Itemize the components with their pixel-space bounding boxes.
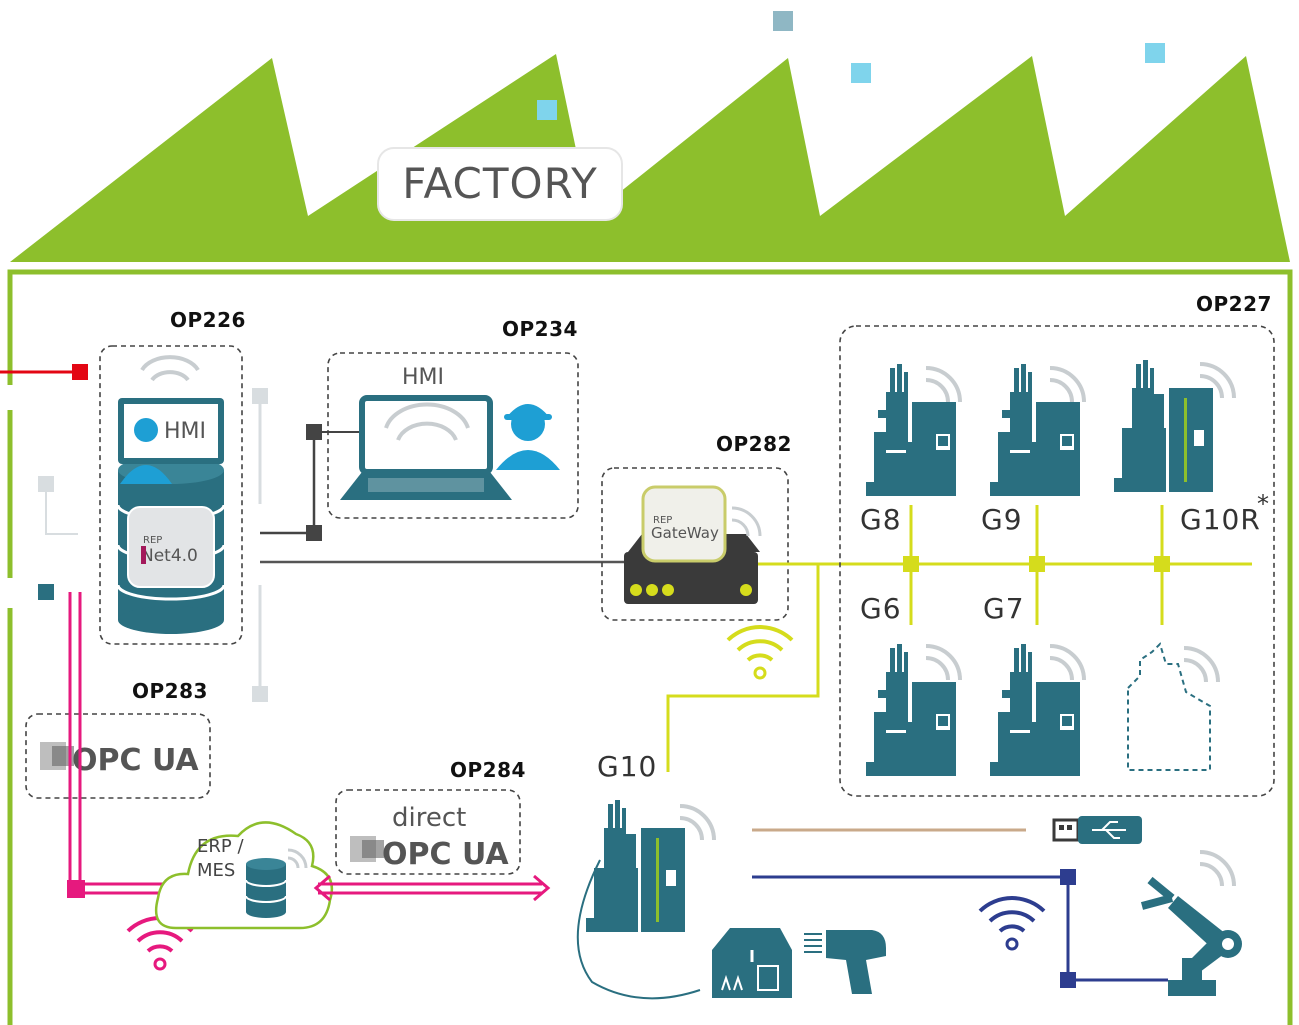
erp-cloud [154, 821, 334, 930]
op226-label: OP226 [170, 308, 246, 332]
op226-frame [99, 345, 243, 645]
external-link-node [72, 364, 88, 380]
op283-protocol: OPC UA [72, 743, 199, 778]
robot-wifi-icon [978, 896, 1046, 951]
net40-product: Net4.0 [141, 546, 198, 566]
factory-roof [10, 54, 1290, 262]
op284-prefix: direct [392, 803, 466, 833]
usb-stick-icon [1052, 816, 1142, 844]
gateway-product: GateWay [651, 524, 719, 542]
op282-label: OP282 [716, 432, 792, 456]
erp-database-icon [245, 848, 308, 918]
machine-bus [666, 505, 1252, 772]
title-plate [377, 147, 623, 221]
op282-frame [601, 467, 789, 621]
robot-arm-icon [1140, 850, 1242, 996]
label-g8: G8 [860, 503, 902, 536]
label-g6: G6 [860, 592, 902, 625]
op227-frame [839, 325, 1275, 797]
machine-g10r-icon [1114, 360, 1236, 492]
gateway-device-icon [624, 485, 762, 604]
deco-square [1145, 43, 1165, 63]
machine-g6-icon [866, 644, 962, 776]
machine-g10-icon [586, 800, 716, 932]
deco-square [851, 63, 871, 83]
barcode-scanner-icon [804, 930, 886, 994]
future-machine-icon [1127, 642, 1220, 771]
op234-frame [327, 352, 579, 519]
operator-icon [496, 404, 560, 470]
label-g7: G7 [983, 592, 1025, 625]
gateway-rep: REP [653, 515, 672, 526]
op284-label: OP284 [450, 758, 526, 782]
erp-line2: MES [197, 860, 235, 881]
op284-protocol: OPC UA [382, 837, 509, 872]
label-g10: G10 [597, 750, 657, 783]
op234-label: OP234 [502, 317, 578, 341]
op226-monitor-icon [118, 398, 224, 484]
machine-g7-icon [990, 644, 1086, 776]
net40-card [127, 506, 215, 588]
erp-line1: ERP / [197, 836, 244, 857]
net40-rep: REP [143, 535, 162, 546]
factory-hall [7, 269, 1293, 1025]
op226-wifi-icon [140, 355, 200, 382]
op284-frame [335, 789, 521, 875]
peripheral-cable [576, 859, 701, 1000]
laptop-icon [340, 395, 512, 500]
robot-link [752, 869, 1168, 988]
op234-hmi-label: HMI [402, 365, 444, 390]
label-g10r: G10R [1180, 503, 1261, 536]
opcua-logo-direct-icon [350, 836, 384, 862]
label-g10r-footnote: * [1257, 490, 1269, 518]
deco-square [773, 11, 793, 31]
machine-g9-icon [990, 364, 1086, 496]
machine-g8-icon [866, 364, 962, 496]
op283-frame [25, 713, 211, 799]
direct-opcua-link [313, 874, 551, 902]
package-box-icon [712, 928, 792, 998]
deco-square [537, 100, 557, 120]
op226-hmi-label: HMI [164, 419, 206, 444]
op227-label: OP227 [1196, 292, 1272, 316]
label-g9: G9 [981, 503, 1023, 536]
op283-label: OP283 [132, 679, 208, 703]
gateway-wifi-icon [726, 625, 794, 680]
page-title: FACTORY [402, 159, 598, 208]
